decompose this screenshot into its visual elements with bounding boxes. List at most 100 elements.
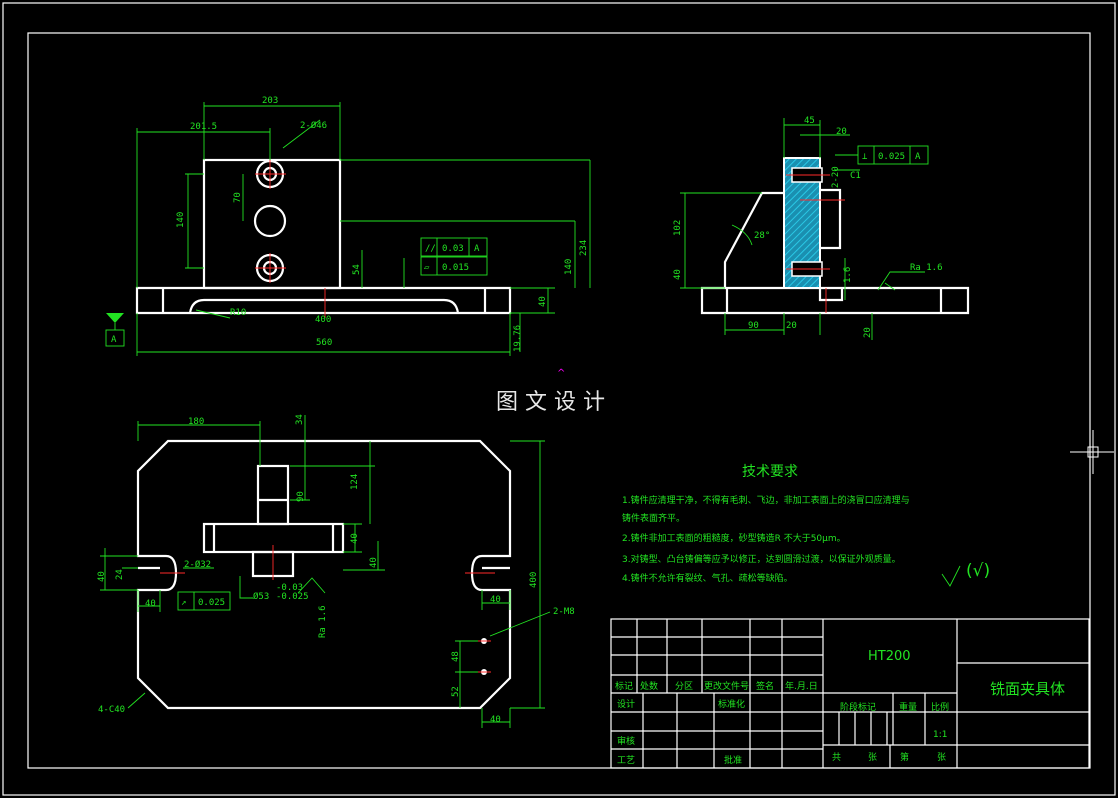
front-slot-edges: [161, 288, 487, 313]
dim-side-20d: 20: [863, 327, 873, 338]
dim-101-5: 201.5: [190, 122, 217, 132]
dim-top-40e: 40: [490, 595, 501, 605]
dim-right-lines: [340, 159, 591, 288]
dim-top-ra: Ra 1.6: [318, 605, 328, 638]
dim-19-76: 19.76: [513, 325, 523, 352]
tb-cols-bottom: [642, 693, 783, 768]
top-crossbar: [202, 522, 345, 554]
dim-24: 24: [115, 569, 125, 580]
dim-side-20a: 20: [836, 127, 847, 137]
tb-weight: 重量: [899, 701, 917, 713]
tb-part-name: 铣面夹具体: [990, 680, 1065, 698]
dim-top-40c: 40: [97, 571, 107, 582]
dim-side-20c: 20: [786, 321, 797, 331]
side-rib: [723, 191, 784, 288]
dim-400-front: 400: [315, 315, 331, 325]
gdt-flat-symbol: ▱: [424, 263, 430, 273]
roughness-note: (√): [966, 561, 990, 581]
top-centerlines: [160, 545, 495, 673]
dim-400-line: [510, 440, 545, 709]
tb-process: 工艺: [617, 755, 635, 766]
watermark-text: 图 文 设 计: [496, 390, 605, 415]
gdt-flat-frame: [420, 256, 488, 276]
dim-top-40b: 40: [369, 557, 379, 568]
gdt-perp-frame: [857, 145, 929, 165]
tb-sheet: 第: [900, 751, 909, 763]
dim-1-6: 1.6: [843, 267, 853, 283]
ucs-marker: ^: [557, 368, 565, 379]
dim-53: Ø53: [253, 591, 269, 602]
top-plate-outline: [136, 439, 512, 710]
leader-r10: [195, 309, 231, 319]
datum-label: A: [111, 335, 117, 345]
gdt-parallel-dividers: [436, 238, 470, 256]
top-ra-symbol: [297, 577, 326, 594]
top-left-dims: [100, 548, 138, 591]
tb-rows: [611, 636, 823, 750]
dim-203-line: [203, 102, 341, 160]
gdt-flatness[interactable]: ▱ 0.015: [420, 256, 488, 276]
front-centerlines: [255, 159, 326, 318]
tb-h-count: 处数: [640, 680, 658, 692]
dim-34: 34: [295, 414, 305, 425]
note-2: 2.铸件非加工表面的粗糙度，砂型铸造R 不大于50μm。: [622, 532, 846, 544]
gdt-parallel-datum: A: [474, 244, 480, 254]
notes-title: 技术要求: [742, 464, 798, 480]
tb-h-doc: 更改文件号: [704, 680, 749, 692]
note-1: 1.铸件应清理干净，不得有毛刺、飞边，非加工表面上的浇冒口应清理与: [622, 494, 910, 506]
title-block: HT200 铣面夹具体 标记 处数 分区 更改文件号 签名 年.月.日 设计 标…: [610, 618, 1090, 769]
gdt-perp-datum: A: [915, 152, 921, 162]
side-centerlines: [786, 174, 845, 313]
dim-c1: C1: [850, 171, 861, 181]
top-view[interactable]: 180 34 124 90 40 40 40 24 40 2-Ø32 Ø53 -…: [97, 414, 575, 728]
dim-side-40: 40: [673, 269, 683, 280]
side-angle-arc: [731, 224, 753, 246]
tb-stage: 阶段标记: [840, 701, 876, 713]
gdt-perp-dividers: [873, 146, 911, 164]
gdt-perpendicularity[interactable]: ⊥ 0.025 A: [835, 145, 929, 165]
gdt-runout-value: 0.025: [198, 598, 225, 608]
tb-right-lines: [823, 619, 1089, 768]
tb-stage-cols: [838, 693, 926, 745]
dim-top-40f: 40: [490, 715, 501, 725]
leader-m8: [489, 611, 551, 637]
datum-box: [105, 329, 125, 347]
inner-border: [27, 32, 1091, 769]
tb-h-sign: 签名: [756, 680, 774, 692]
dim-45: 45: [804, 116, 815, 126]
dim-101-line: [136, 128, 271, 288]
dim-203: 203: [262, 96, 278, 106]
dim-tol-top: -0.03: [276, 583, 303, 593]
front-view[interactable]: 203 201.5 2-Ø46 70 140 54 234 140 40 19.…: [105, 96, 591, 356]
gdt-parallel-symbol: //: [425, 244, 436, 254]
note-1b: 铸件表面齐平。: [622, 512, 685, 524]
gdt-perp-symbol: ⊥: [862, 152, 868, 162]
side-view[interactable]: 45 20 2-20 C1 102 28° 40 1.6 Ra 1.6 90 2…: [673, 116, 970, 340]
dim-48-52-line: [455, 640, 478, 708]
front-recess: [188, 298, 460, 314]
gdt-runout[interactable]: ↗ 0.025: [177, 591, 231, 611]
dim-2-20: 2-20: [831, 166, 841, 188]
side-bottom-dims: [724, 313, 821, 335]
gdt-parallelism[interactable]: // 0.03 A: [420, 237, 488, 257]
tb-h-zone: 分区: [675, 681, 693, 692]
dim-140-line: [185, 173, 204, 269]
tb-design: 设计: [617, 698, 635, 710]
leader-32: [183, 567, 253, 599]
datum-a: A: [105, 313, 125, 347]
top-mid-dims: [343, 523, 385, 571]
dim-side-ra: Ra 1.6: [910, 263, 943, 273]
tb-standard: 标准化: [718, 698, 745, 710]
tb-scale-label: 比例: [931, 701, 949, 713]
tb-sheet-unit-1: 张: [868, 752, 877, 763]
tb-scale: 1:1: [933, 730, 947, 740]
gdt-runout-frame: [177, 591, 231, 611]
gdt-flat-value: 0.015: [442, 263, 469, 273]
dim-tol-bottom: -0.025: [276, 592, 309, 602]
dim-top-40a: 40: [350, 533, 360, 544]
tb-h-mark: 标记: [615, 680, 633, 692]
tb-cols-top: [636, 619, 824, 768]
side-right-dims: [844, 258, 873, 340]
